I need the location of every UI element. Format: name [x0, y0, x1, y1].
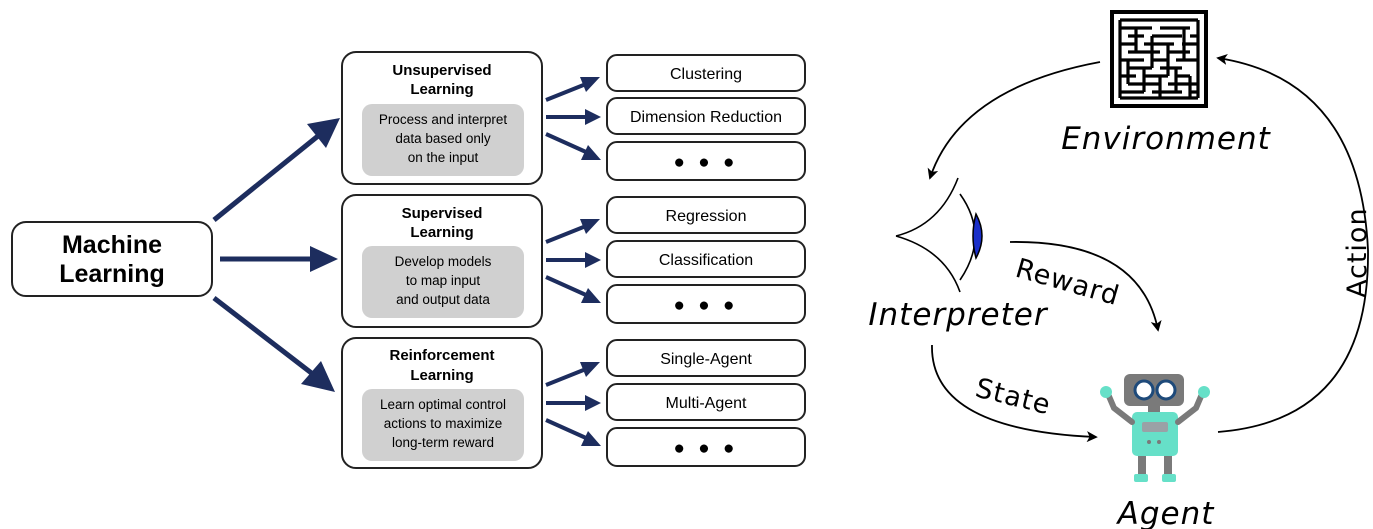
leaf-box	[606, 284, 806, 324]
category-desc-line: long-term reward	[392, 435, 494, 450]
category-title-line1: Reinforcement	[389, 347, 494, 364]
category-desc-line: actions to maximize	[384, 416, 503, 431]
reward-arrow	[1009, 241, 1162, 332]
leaf-clustering: Clustering	[670, 66, 742, 83]
leaf-box	[606, 427, 806, 467]
category-desc-line: Develop models	[395, 254, 492, 269]
action-label: Action	[1342, 207, 1373, 298]
agent-label: Agent	[1116, 496, 1216, 529]
leaf-box	[606, 97, 806, 135]
category-desc-box	[362, 104, 524, 176]
arrow-to-unsupervised	[212, 134, 320, 222]
arrow-head-reinforcement	[301, 361, 335, 392]
leaf-classification: Classification	[659, 252, 753, 269]
arrow-head-unsupervised	[307, 118, 340, 148]
leaf-box	[606, 54, 806, 92]
category-supervised: Supervised Learning Develop models to ma…	[341, 194, 543, 328]
leaf-ellipsis: ● ● ●	[674, 438, 739, 459]
eye-icon	[895, 177, 983, 293]
leaf-single-agent: Single-Agent	[660, 351, 752, 368]
environment-label: Environment	[1061, 121, 1271, 157]
category-title-line2: Learning	[410, 224, 473, 241]
leaf-regression: Regression	[666, 208, 747, 225]
category-title-line1: Supervised	[402, 205, 483, 222]
category-title-line2: Learning	[410, 367, 473, 384]
leaf-box	[606, 339, 806, 377]
category-desc-line: to map input	[406, 273, 481, 288]
leaf-box	[606, 383, 806, 421]
leaf-box	[606, 141, 806, 181]
category-desc-line: Process and interpret	[379, 112, 508, 127]
leaf-multi-agent: Multi-Agent	[666, 395, 747, 412]
leaf-arrows	[545, 77, 601, 446]
root-node: Machine Learning	[11, 221, 213, 297]
action-arrow	[1216, 53, 1369, 433]
leaf-column: Clustering Dimension Reduction ● ● ● Reg…	[606, 54, 806, 467]
arrow-head-supervised	[310, 246, 338, 272]
category-title-line1: Unsupervised	[392, 62, 491, 79]
root-label-line1: Machine	[62, 231, 162, 259]
leaf-dimension-reduction: Dimension Reduction	[630, 109, 782, 126]
state-arrow	[931, 344, 1098, 443]
leaf-ellipsis: ● ● ●	[674, 295, 739, 316]
root-box	[11, 221, 213, 297]
arrow-to-reinforcement	[212, 296, 316, 377]
leaf-box	[606, 240, 806, 278]
category-reinforcement: Reinforcement Learning Learn optimal con…	[341, 337, 543, 469]
category-desc-line: and output data	[396, 292, 490, 307]
category-title-line2: Learning	[410, 81, 473, 98]
root-arrows	[212, 118, 340, 392]
category-desc-line: on the input	[408, 150, 479, 165]
interpreter-label: Interpreter	[868, 297, 1048, 333]
environment-to-interpreter-arrow	[927, 61, 1101, 180]
robot-icon	[1100, 374, 1210, 482]
leaf-ellipsis: ● ● ●	[674, 152, 739, 173]
root-label-line2: Learning	[59, 260, 165, 288]
category-unsupervised: Unsupervised Learning Process and interp…	[341, 51, 543, 185]
leaf-box	[606, 196, 806, 234]
category-desc-line: Learn optimal control	[380, 397, 506, 412]
state-label: State	[972, 373, 1054, 422]
category-desc-box	[362, 389, 524, 461]
maze-icon	[1110, 10, 1208, 108]
rl-cycle: Environment Interpreter	[868, 10, 1373, 529]
category-desc-line: data based only	[395, 131, 491, 146]
category-desc-box	[362, 246, 524, 318]
